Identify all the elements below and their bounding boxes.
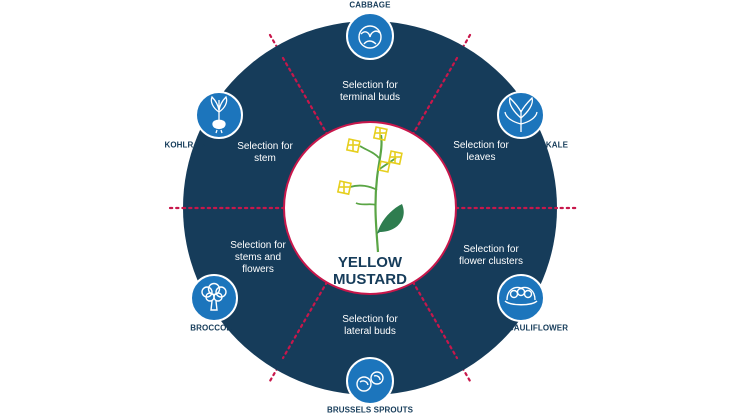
kohlrabi-icon	[210, 95, 228, 134]
mustard-plant-icon	[336, 126, 404, 253]
veg-badge-kohlrabi	[195, 91, 243, 139]
divider-line	[281, 280, 329, 360]
veg-badge-cabbage	[346, 12, 394, 60]
divider-line	[411, 56, 459, 136]
divider-line	[411, 280, 459, 360]
veg-badge-kale	[497, 91, 545, 139]
kale-icon	[504, 96, 538, 132]
veg-badge-broccoli	[190, 274, 238, 322]
veg-name-cauliflower: CAULIFLOWER	[507, 323, 569, 333]
veg-name-kale: KALE	[545, 140, 569, 150]
veg-name-cabbage: CABBAGE	[349, 0, 391, 10]
brussels-sprouts-icon	[356, 371, 384, 392]
flower-icon	[372, 126, 388, 142]
veg-name-brussels-sprouts: BRUSSELS SPROUTS	[326, 405, 414, 415]
veg-badge-brussels-sprouts	[346, 357, 394, 405]
section-label-lateral-buds: Selection for lateral buds	[342, 314, 398, 337]
ring-dividers	[181, 56, 559, 360]
flower-icon	[378, 160, 391, 173]
section-label-terminal-buds: Selection for terminal buds	[339, 80, 401, 103]
broccoli-icon	[201, 282, 227, 311]
section-label-stems-flowers: Selection for stems and flowers	[230, 240, 286, 275]
flower-icon	[345, 138, 361, 154]
section-label-leaves: Selection for leaves	[453, 140, 509, 163]
center-disc	[283, 121, 457, 295]
flower-icon	[387, 150, 403, 166]
flower-icon	[336, 180, 352, 196]
veg-badge-cauliflower	[497, 274, 545, 322]
veg-name-kohlrabi: KOHLRABI	[164, 140, 208, 150]
cauliflower-icon	[504, 286, 538, 306]
divider-line	[281, 56, 329, 136]
cabbage-icon	[358, 25, 382, 49]
center-title: YELLOW MUSTARD	[333, 254, 407, 288]
veg-name-broccoli: BROCCOLI	[190, 323, 234, 333]
section-label-flower-clusters: Selection for flower clusters	[459, 244, 523, 267]
section-label-stem: Selection for stem	[237, 141, 293, 164]
